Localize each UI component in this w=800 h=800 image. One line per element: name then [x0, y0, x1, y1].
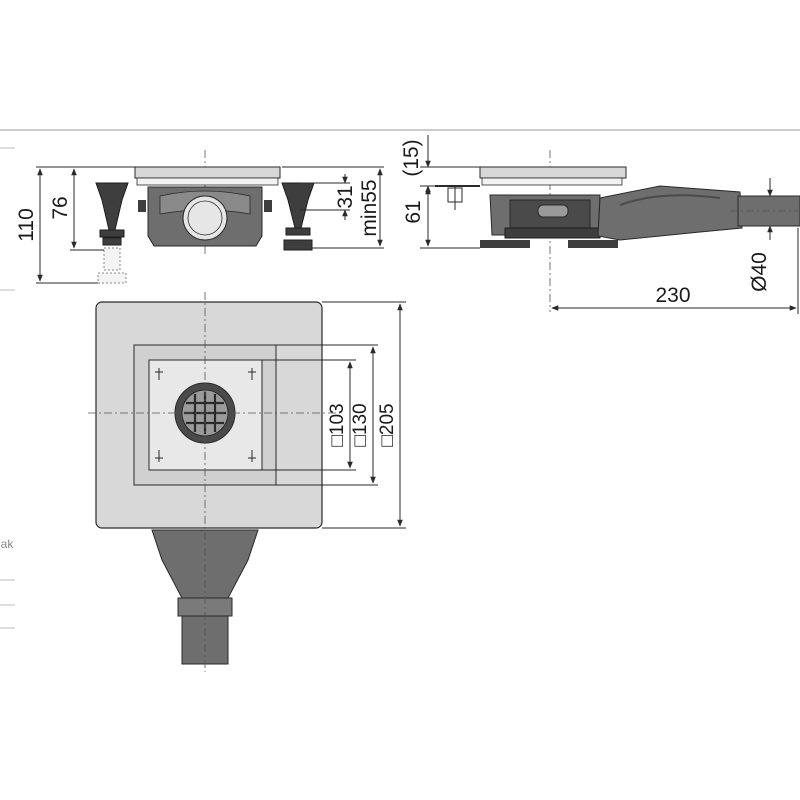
front-top-plate: [134, 166, 281, 179]
dim-min55: min55: [358, 179, 381, 236]
dim-76: 76: [49, 196, 72, 219]
dim-square-205: □205: [377, 403, 398, 446]
dim-diameter-40: Ø40: [748, 252, 771, 292]
dim-230: 230: [655, 284, 690, 307]
dim-square-103: □103: [327, 403, 348, 446]
dim-31: 31: [334, 185, 357, 208]
front-outlet-circle: [182, 195, 228, 241]
plan-view: □103 □130 □205: [88, 292, 406, 672]
dim-61: 61: [402, 200, 425, 223]
side-outlet-pipe: [597, 185, 743, 241]
edge-text-fragment: lak: [0, 537, 14, 551]
left-edge-fragments: lak: [0, 147, 15, 629]
dim-15: (15): [400, 139, 423, 176]
front-left-foot: [95, 182, 129, 284]
side-top-plate: [479, 166, 627, 179]
front-right-foot: [281, 182, 315, 251]
dim-110: 110: [15, 208, 38, 241]
dim-square-130: □130: [350, 403, 371, 446]
side-view: (15) 61 Ø40 230: [400, 135, 800, 314]
front-view: 110 76 31 min55: [15, 150, 384, 284]
